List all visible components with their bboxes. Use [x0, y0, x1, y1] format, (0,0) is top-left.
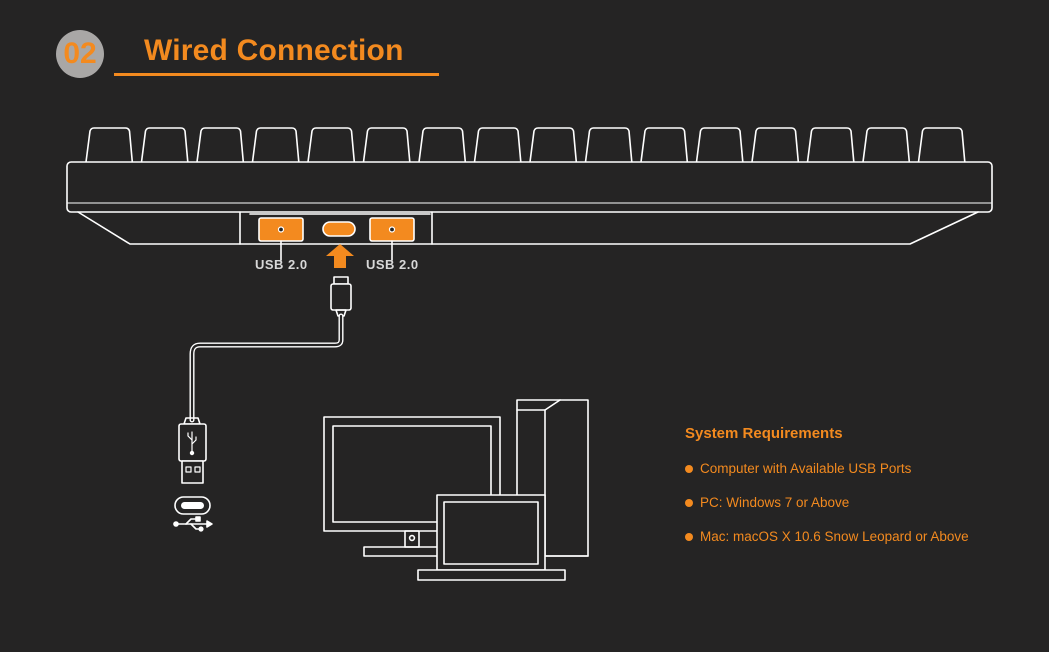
- keycap: [863, 128, 909, 162]
- usb-port-left-label: USB 2.0: [255, 257, 308, 272]
- keycap: [419, 128, 465, 162]
- requirement-item: PC: Windows 7 or Above: [685, 495, 969, 529]
- requirement-text: Mac: macOS X 10.6 Snow Leopard or Above: [700, 529, 969, 544]
- usb-port-right-label: USB 2.0: [366, 257, 419, 272]
- keycap: [142, 128, 188, 162]
- keycap: [253, 128, 299, 162]
- keycap: [919, 128, 965, 162]
- keycap: [475, 128, 521, 162]
- keycap: [697, 128, 743, 162]
- requirement-text: Computer with Available USB Ports: [700, 461, 911, 476]
- usb-c-port: [323, 222, 355, 236]
- keycap: [308, 128, 354, 162]
- keycap: [364, 128, 410, 162]
- requirement-item: Computer with Available USB Ports: [685, 461, 969, 495]
- bullet-icon: [685, 533, 693, 541]
- bullet-icon: [685, 499, 693, 507]
- requirement-text: PC: Windows 7 or Above: [700, 495, 849, 510]
- bullet-icon: [685, 465, 693, 473]
- requirements-title: System Requirements: [685, 425, 843, 442]
- requirement-item: Mac: macOS X 10.6 Snow Leopard or Above: [685, 529, 969, 563]
- keycap: [808, 128, 854, 162]
- keycap: [197, 128, 243, 162]
- laptop-icon: [418, 495, 565, 580]
- keycap: [586, 128, 632, 162]
- arrow-up-icon: [326, 244, 354, 268]
- keycap: [752, 128, 798, 162]
- keycap: [641, 128, 687, 162]
- usb-port-icon: [174, 497, 212, 531]
- usb-port-left: [259, 218, 303, 260]
- keycap: [530, 128, 576, 162]
- keyboard-illustration: [67, 128, 992, 244]
- keycap: [86, 128, 132, 162]
- usb-port-right: [370, 218, 414, 260]
- requirements-list: Computer with Available USB Ports PC: Wi…: [685, 461, 969, 563]
